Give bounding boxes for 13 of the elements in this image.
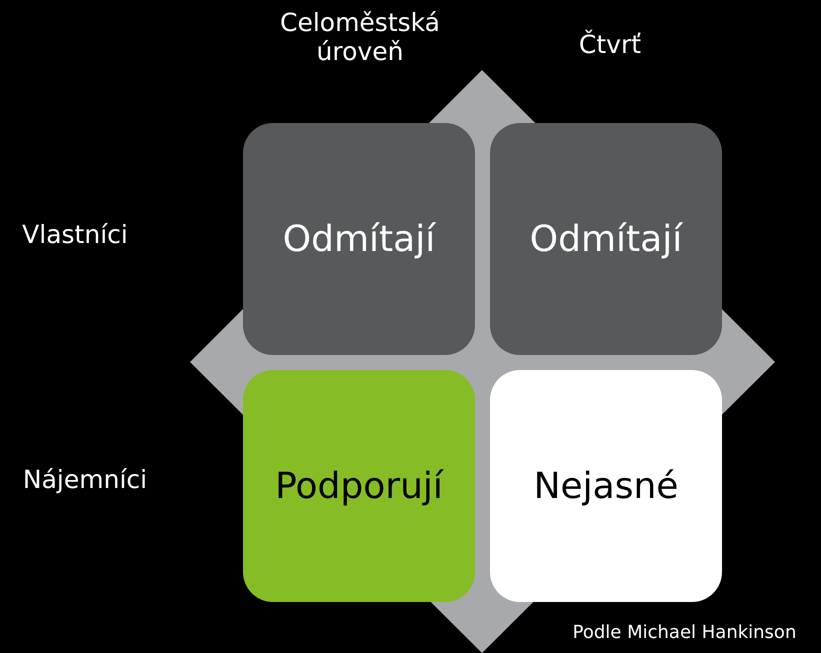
cell-label: Nejasné bbox=[534, 466, 678, 506]
cell-label: Odmítají bbox=[530, 218, 682, 260]
row-heading: Nájemníci bbox=[22, 465, 148, 494]
matrix-cell-box bbox=[490, 370, 722, 602]
cell-label: Podporují bbox=[275, 466, 443, 506]
matrix-cell-box bbox=[490, 123, 722, 355]
cell-label: Odmítají bbox=[282, 218, 436, 260]
column-heading: Celoměstská úroveň bbox=[278, 8, 442, 66]
row-heading: Vlastníci bbox=[21, 220, 129, 249]
matrix-cell-box bbox=[243, 123, 475, 355]
source-note: Podle Michael Hankinson bbox=[572, 622, 798, 643]
column-heading: Čtvrť bbox=[578, 30, 642, 59]
matrix-cell-box bbox=[243, 370, 475, 602]
